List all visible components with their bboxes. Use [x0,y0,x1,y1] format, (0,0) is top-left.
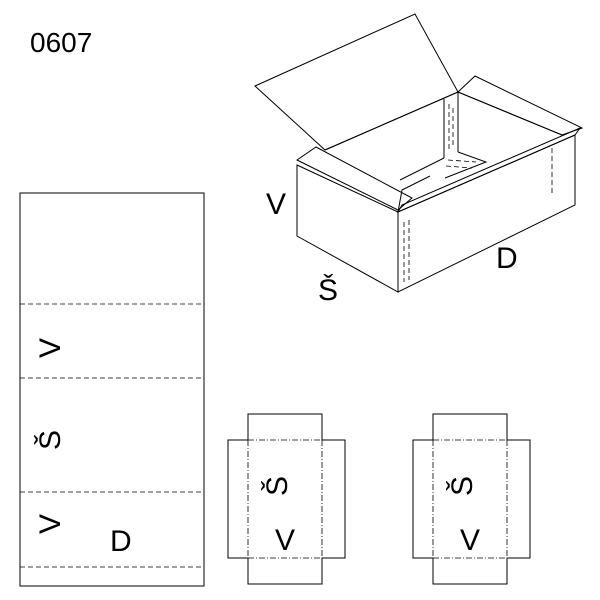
label-length-3d: D [496,242,518,275]
front-short-face [296,164,399,293]
label-height-3d: V [266,188,286,221]
label-height-end-2: V [460,524,480,557]
label-width-end-2: Š [445,476,479,496]
label-height-panel-2: V [34,514,67,534]
end-piece-1: Š V [227,413,346,585]
left-flap [296,146,413,211]
style-code: 0607 [30,27,92,58]
front-long-flap [396,126,582,214]
label-height-end-1: V [275,524,295,557]
label-width-panel: Š [33,430,67,450]
end-piece-2: Š V [412,413,531,585]
right-flap [457,75,584,136]
label-width-3d: Š [318,273,338,307]
front-long-face [397,134,576,293]
box-3d-view: V Š D [254,13,584,307]
label-height-panel-1: V [34,338,67,358]
back-flap [254,13,459,151]
label-width-end-1: Š [260,476,294,496]
label-length-panel: D [110,525,132,558]
flat-blank: V Š V D [19,192,205,587]
